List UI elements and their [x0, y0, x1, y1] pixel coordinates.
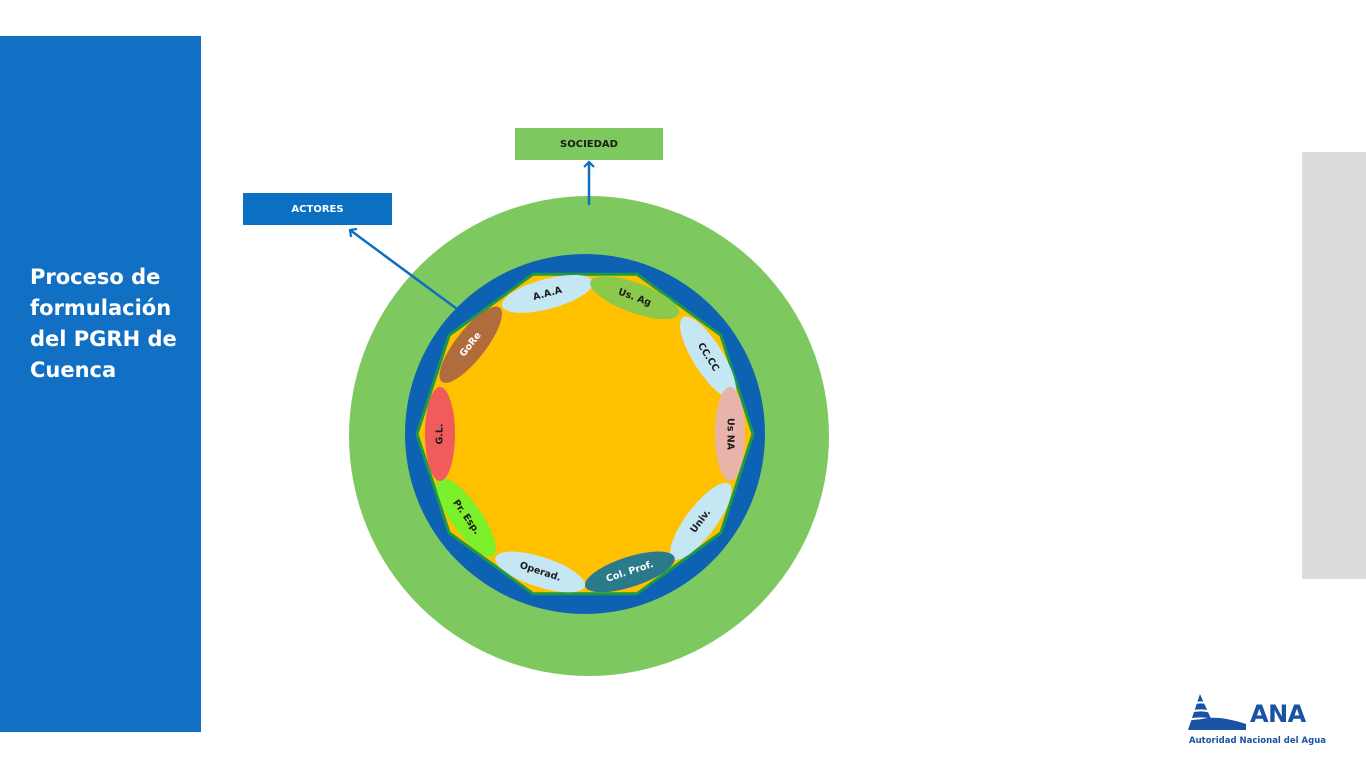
actor-ellipse [425, 387, 455, 481]
actor-us-ag: Us. Ag [590, 276, 680, 320]
actor-col-prof: Col. Prof. [584, 551, 675, 593]
actor-gore: GoRe [439, 306, 502, 383]
actor-ellipse [495, 551, 586, 593]
actor-ellipse [590, 276, 680, 320]
actor-ellipse [670, 482, 732, 560]
actor-g-l: G.L. [425, 387, 455, 481]
actores-arrow [348, 227, 458, 311]
actor-label: G.L. [435, 423, 446, 444]
sidebar-panel [0, 36, 201, 732]
actor-ellipse [680, 316, 736, 398]
actor-ellipse [501, 274, 594, 313]
actor-operad: Operad. [495, 551, 586, 593]
ana-logo-icon [1187, 694, 1246, 730]
actor-ellipse [439, 306, 502, 383]
actor-ellipse [584, 551, 675, 593]
actor-us-na: Us NA [715, 387, 745, 481]
right-decorative-panel [1302, 152, 1366, 579]
page-title: Proceso de formulación del PGRH de Cuenc… [30, 265, 177, 382]
actor-univ: Univ. [670, 482, 732, 560]
actor-ellipse [436, 477, 496, 557]
actor-cc-cc: CC.CC [680, 316, 736, 398]
actor-pr-esp: Pr. Esp. [436, 477, 496, 557]
actor-a-a-a: A.A.A [501, 274, 594, 313]
actor-label: Us NA [725, 418, 736, 451]
core-decagon [415, 272, 755, 596]
logo-subtitle: Autoridad Nacional del Agua [1189, 736, 1326, 746]
logo-name: ANA [1250, 700, 1306, 728]
actor-ellipse [715, 387, 745, 481]
actores-label-box: ACTORES [243, 193, 392, 225]
sociedad-label-box: SOCIEDAD [515, 128, 663, 160]
